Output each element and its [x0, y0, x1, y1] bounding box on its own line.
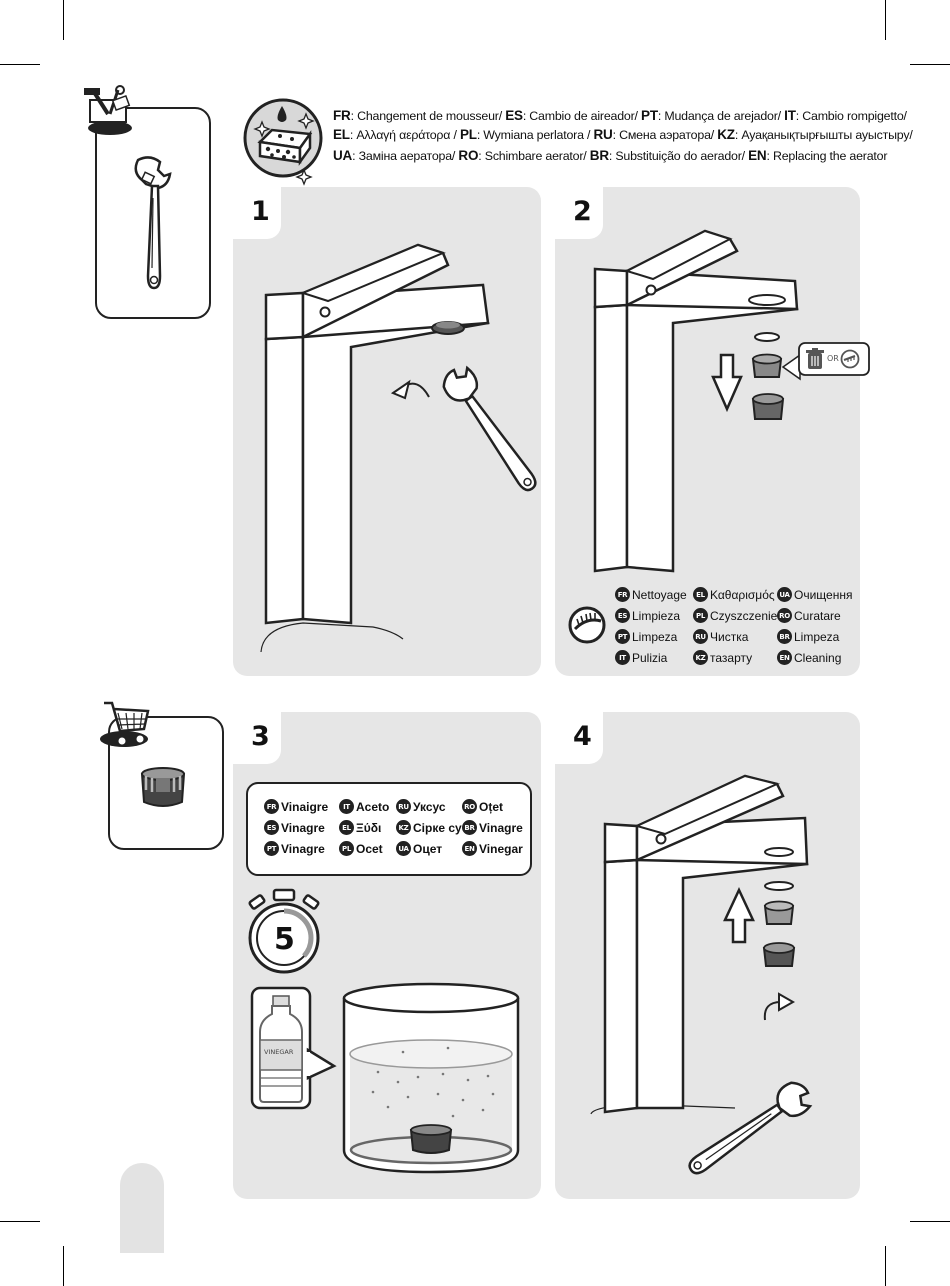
page-tab — [120, 1163, 164, 1253]
toolbox-icon — [84, 85, 132, 135]
step-2-number: 2 — [573, 196, 592, 227]
timer-value: 5 — [274, 922, 295, 957]
or-label: OR — [827, 354, 839, 363]
bottle-label: VINEGAR — [264, 1048, 294, 1056]
timer-icon — [248, 888, 320, 974]
cleaning-sponge-icon — [243, 98, 323, 186]
faucet-illustration-2 — [593, 229, 870, 573]
shopping-cart-icon — [100, 701, 150, 747]
wrench-icon — [134, 156, 172, 290]
vinegar-bottle-icon — [250, 986, 337, 1110]
brush-icon — [568, 606, 606, 644]
step-1-number: 1 — [251, 196, 270, 227]
faucet-illustration-4 — [590, 774, 813, 1175]
aerator-part-icon — [140, 767, 186, 807]
vinegar-glass-illustration — [342, 982, 520, 1174]
brush-small-icon — [840, 349, 860, 369]
trash-icon — [806, 348, 824, 369]
step-4-number: 4 — [573, 721, 592, 752]
header-line-1: FR: Changement de mousseur/ ES: Cambio d… — [333, 108, 907, 123]
step-3-number: 3 — [251, 721, 270, 752]
header-line-3: UA: Заміна аератора/ RO: Schimbare aerat… — [333, 148, 888, 163]
faucet-illustration-1 — [260, 243, 537, 653]
header-line-2: EL: Αλλαγή αεράτορα / PL: Wymiana perlat… — [333, 127, 913, 142]
vinegar-legend — [246, 782, 532, 876]
